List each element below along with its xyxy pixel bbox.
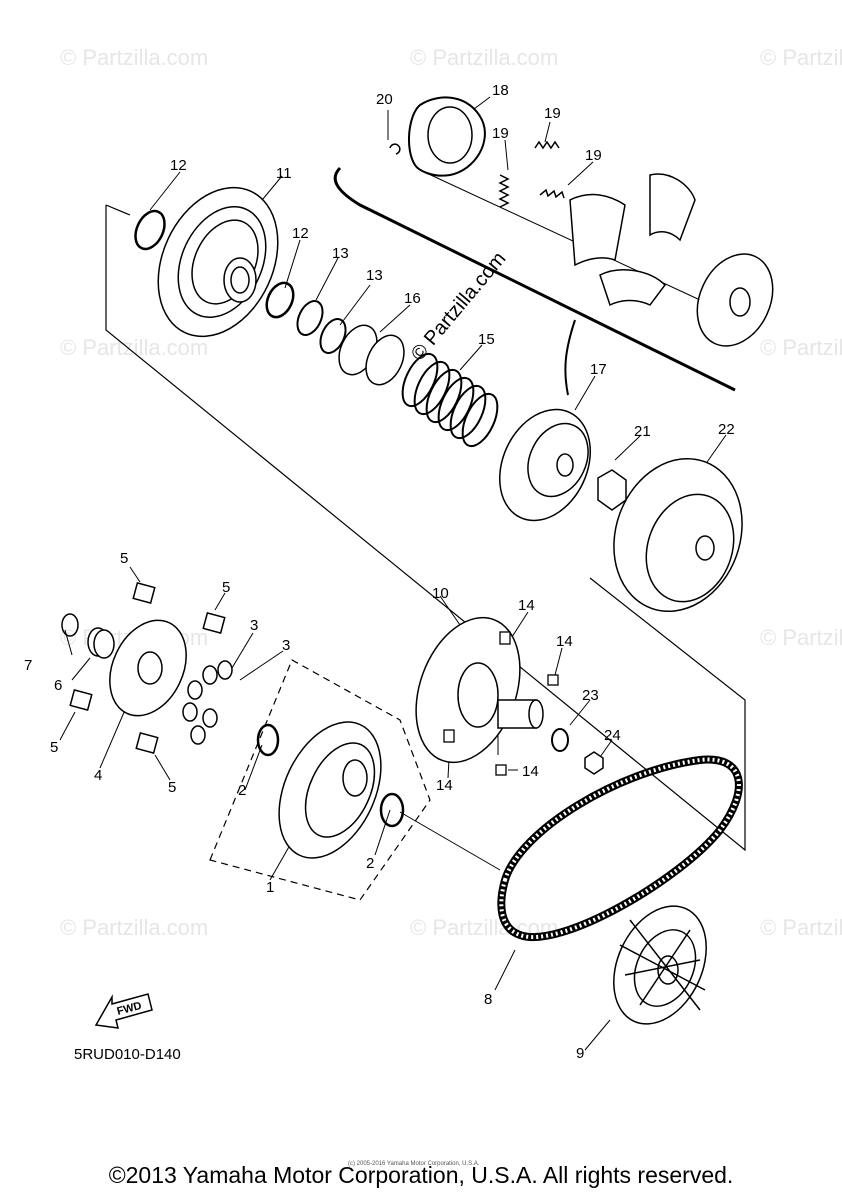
callout-22: 22 (718, 421, 735, 438)
center-watermark: © Partzilla.com (407, 248, 510, 365)
callout-11: 11 (276, 165, 292, 182)
callout-10: 10 (432, 585, 449, 602)
v-belt (497, 755, 743, 941)
callout-14: 14 (436, 777, 453, 794)
callout-8: 8 (484, 991, 492, 1008)
callout-5: 5 (168, 779, 176, 796)
callout-4: 4 (94, 767, 102, 784)
oil-seal-12a (134, 209, 166, 251)
callout-14: 14 (522, 763, 539, 780)
guide-collar (338, 324, 405, 386)
copyright-notice: ©2013 Yamaha Motor Corporation, U.S.A. A… (108, 1162, 734, 1188)
callout-labels: 1 2 2 3 3 4 5 5 5 5 6 7 8 9 10 11 12 12 … (24, 82, 735, 1062)
small-copyright: (c) 2005-2016 Yamaha Motor Corporation, … (348, 1161, 480, 1167)
exploded-parts-diagram: © Partzilla.com © Partzilla.com © Partzi… (24, 45, 842, 1062)
washer-23 (551, 728, 569, 752)
callout-7: 7 (24, 657, 32, 674)
primary-sliding-sheave (278, 721, 382, 859)
watermark: © Partzilla.com (760, 45, 842, 70)
callout-15: 15 (478, 331, 495, 348)
callout-5: 5 (120, 550, 128, 567)
callout-16: 16 (404, 290, 421, 307)
gasket (408, 96, 486, 177)
watermark: © Partzilla.com (760, 625, 842, 650)
clutch-springs (498, 140, 565, 208)
callout-5: 5 (222, 579, 230, 596)
diagram-code: 5RUD010-D140 (74, 1046, 181, 1063)
assembly-frame (105, 166, 746, 852)
bearing (87, 627, 115, 659)
clutch-housing (613, 457, 743, 613)
cam-plate (109, 619, 187, 717)
o-ring-7 (61, 613, 79, 637)
forward-direction-arrow: FWD (94, 993, 153, 1029)
oil-seal-12b (265, 281, 295, 319)
callout-12: 12 (292, 225, 309, 242)
callout-19: 19 (544, 105, 561, 122)
callout-19: 19 (492, 125, 509, 142)
callout-21: 21 (634, 423, 651, 440)
clutch-nut (597, 469, 627, 511)
watermark: © Partzilla.com (60, 335, 208, 360)
watermark: © Partzilla.com (60, 45, 208, 70)
weight-rollers (182, 660, 233, 745)
secondary-sliding-sheave (415, 616, 544, 764)
callout-14: 14 (518, 597, 535, 614)
watermark: © Partzilla.com (760, 915, 842, 940)
callout-14: 14 (556, 633, 573, 650)
oil-seal-2a (256, 723, 280, 757)
primary-sheave-group-box (209, 659, 431, 901)
o-ring-13a (296, 300, 324, 336)
guide-pins (443, 631, 559, 776)
watermark: © Partzilla.com (410, 45, 558, 70)
circlip-20 (389, 143, 401, 155)
callout-19: 19 (585, 147, 602, 164)
callout-9: 9 (576, 1045, 584, 1062)
callout-20: 20 (376, 91, 393, 108)
callout-3: 3 (282, 637, 290, 654)
callout-6: 6 (54, 677, 62, 694)
compression-spring (401, 352, 499, 448)
callout-1: 1 (266, 879, 274, 896)
sliders (69, 582, 226, 754)
watermark: © Partzilla.com (760, 335, 842, 360)
callout-5: 5 (50, 739, 58, 756)
callout-12: 12 (170, 157, 187, 174)
callout-17: 17 (590, 361, 607, 378)
oil-seal-2b (379, 792, 405, 828)
callout-18: 18 (492, 82, 509, 99)
primary-fixed-sheave-fan (613, 905, 707, 1025)
watermark: © Partzilla.com (60, 915, 208, 940)
callout-2: 2 (238, 782, 246, 799)
callout-13: 13 (332, 245, 349, 262)
clutch-carrier (498, 408, 592, 522)
secondary-fixed-sheave (157, 186, 279, 338)
callout-13: 13 (366, 267, 383, 284)
callout-2: 2 (366, 855, 374, 872)
callout-3: 3 (250, 617, 258, 634)
clutch-shoes (569, 173, 774, 347)
callout-24: 24 (604, 727, 621, 744)
nut-24 (584, 751, 604, 775)
leader-lines (59, 96, 727, 1051)
callout-23: 23 (582, 687, 599, 704)
